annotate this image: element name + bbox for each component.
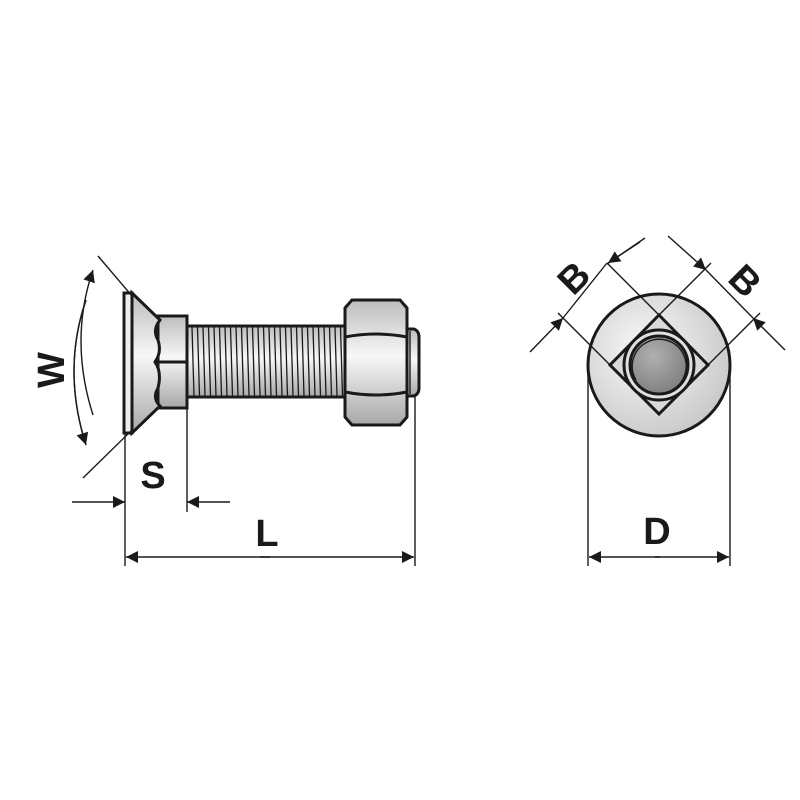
dimension-d: D xyxy=(587,368,731,566)
thread-line xyxy=(191,326,195,397)
thread-line xyxy=(235,326,239,397)
dimension-s: S xyxy=(72,408,230,566)
dimension-label-d: D xyxy=(643,511,670,553)
dimension-label-w: W xyxy=(31,352,73,388)
thread-line xyxy=(246,326,250,397)
dimension-w: W xyxy=(31,255,133,479)
thread-line xyxy=(218,326,223,397)
thread-line xyxy=(312,326,316,397)
thread-line xyxy=(257,326,261,397)
thread-line xyxy=(301,326,305,397)
thread-line xyxy=(196,326,201,397)
thread-line xyxy=(279,326,283,397)
thread-line xyxy=(323,326,327,397)
thread-line xyxy=(202,326,206,397)
thread-line xyxy=(306,326,311,397)
thread-line xyxy=(229,326,234,397)
hex-nut xyxy=(343,298,409,427)
thread-line xyxy=(268,326,272,397)
thread-line xyxy=(328,326,333,397)
thread-line xyxy=(262,326,267,397)
thread-line xyxy=(317,326,322,397)
thread-line xyxy=(251,326,256,397)
thread-line xyxy=(213,326,217,397)
square-neck xyxy=(156,314,189,410)
thread-line xyxy=(207,326,212,397)
thread-line xyxy=(290,326,294,397)
thread-line xyxy=(295,326,300,397)
dimension-label-b-left: B xyxy=(550,254,599,303)
bolt-end-face xyxy=(628,334,690,396)
thread-line xyxy=(273,326,278,397)
thread-line xyxy=(339,326,344,397)
thread-line xyxy=(334,326,338,397)
countersunk-head xyxy=(122,289,163,437)
dimension-label-s: S xyxy=(140,455,165,497)
thread-line xyxy=(224,326,228,397)
dimension-label-l: L xyxy=(255,513,278,555)
thread-line xyxy=(240,326,245,397)
dimension-label-b-right: B xyxy=(720,257,769,306)
thread-line xyxy=(284,326,289,397)
bolt-end-view xyxy=(586,292,732,438)
threaded-shaft xyxy=(184,324,350,399)
dimension-l: L xyxy=(126,396,416,566)
bolt-side-view xyxy=(122,289,421,437)
